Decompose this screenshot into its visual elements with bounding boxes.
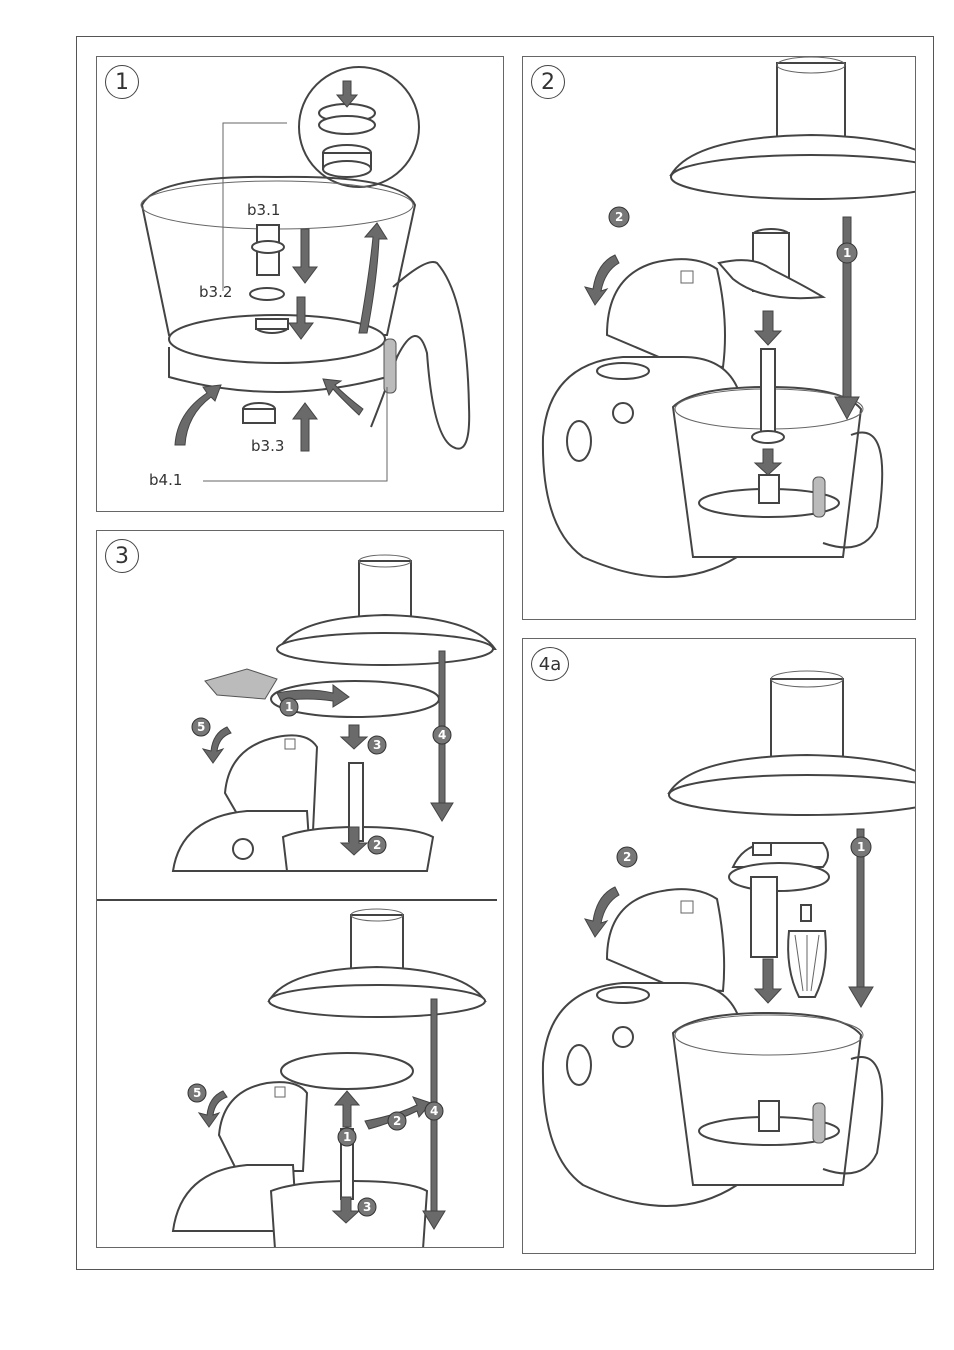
step-marker-3: 3 — [373, 738, 381, 752]
label-b3-2: b3.2 — [199, 283, 232, 301]
step-marker-5: 5 — [193, 1086, 201, 1100]
panel-1-bowl-assembly: 1 b3.1 — [96, 56, 504, 512]
step-marker-5: 5 — [197, 720, 205, 734]
bowl-assembly-illustration — [97, 57, 504, 512]
label-b3-1: b3.1 — [247, 201, 280, 219]
step-marker-1: 1 — [843, 246, 851, 260]
panel-2-chopper-assembly: 2 2 — [522, 56, 916, 620]
step-marker-4: 4 — [430, 1104, 438, 1118]
label-b4-1: b4.1 — [149, 471, 182, 489]
panel-3-disc-assembly: 3 5 1 3 4 2 — [96, 530, 504, 1248]
disc-assembly-illustration: 5 1 3 4 2 5 1 2 4 3 — [97, 531, 504, 1248]
step-marker-4: 4 — [438, 728, 446, 742]
step-marker-1: 1 — [285, 700, 293, 714]
step-marker-2: 2 — [393, 1114, 401, 1128]
step-marker-3: 3 — [363, 1200, 371, 1214]
step-marker-2: 2 — [373, 838, 381, 852]
panel-4a-whisk-assembly: 4a 2 1 — [522, 638, 916, 1254]
chopper-assembly-illustration: 2 1 — [523, 57, 916, 620]
step-marker-2: 2 — [615, 210, 623, 224]
step-marker-1: 1 — [343, 1130, 351, 1144]
step-marker-1: 1 — [857, 840, 865, 854]
step-marker-2: 2 — [623, 850, 631, 864]
label-b3-3: b3.3 — [251, 437, 284, 455]
whisk-assembly-illustration: 2 1 — [523, 639, 916, 1254]
